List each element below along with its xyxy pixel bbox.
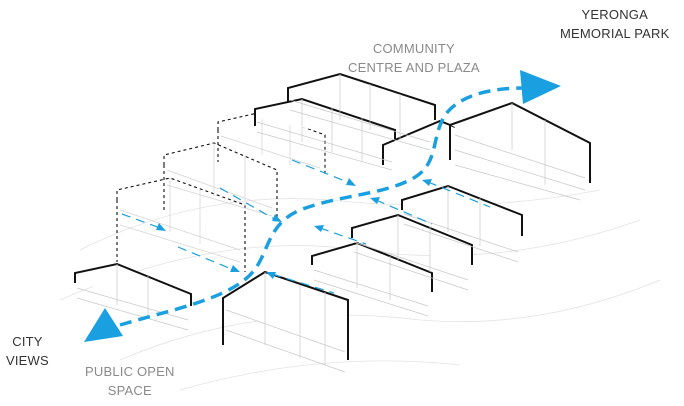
existing-buildings: [74, 72, 591, 360]
label-public-open-space: PUBLIC OPEN SPACE: [85, 362, 175, 400]
label-city-views-line1: CITY: [12, 334, 43, 349]
proposed-building-3: [217, 111, 326, 175]
main-pedestrian-path: [119, 86, 526, 327]
label-yeronga-memorial-park: YERONGA MEMORIAL PARK: [560, 5, 670, 43]
proposed-building-details: [119, 112, 321, 263]
building-left-bottom: [74, 262, 192, 306]
label-yeronga-line2: MEMORIAL PARK: [560, 26, 670, 41]
label-community-line1: COMMUNITY: [372, 41, 455, 56]
label-public-open-space-line2: SPACE: [107, 383, 152, 398]
arrow-heads: [156, 178, 432, 279]
label-community-line2: CENTRE AND PLAZA: [348, 60, 480, 75]
building-details: [76, 74, 586, 373]
path-arrow-head-left: [84, 308, 123, 342]
label-city-views: CITY VIEWS: [6, 332, 49, 370]
building-right-tall: [449, 101, 591, 183]
label-city-views-line2: VIEWS: [6, 353, 49, 368]
proposed-building-1: [116, 177, 246, 272]
path-arrow-head-right: [520, 70, 561, 104]
label-public-open-space-line1: PUBLIC OPEN: [85, 364, 175, 379]
building-right-1: [382, 119, 456, 165]
proposed-building-2: [163, 142, 278, 220]
label-community-centre: COMMUNITY CENTRE AND PLAZA: [348, 39, 480, 77]
movement-arrows: [121, 159, 491, 294]
label-yeronga-line1: YERONGA: [581, 7, 648, 22]
